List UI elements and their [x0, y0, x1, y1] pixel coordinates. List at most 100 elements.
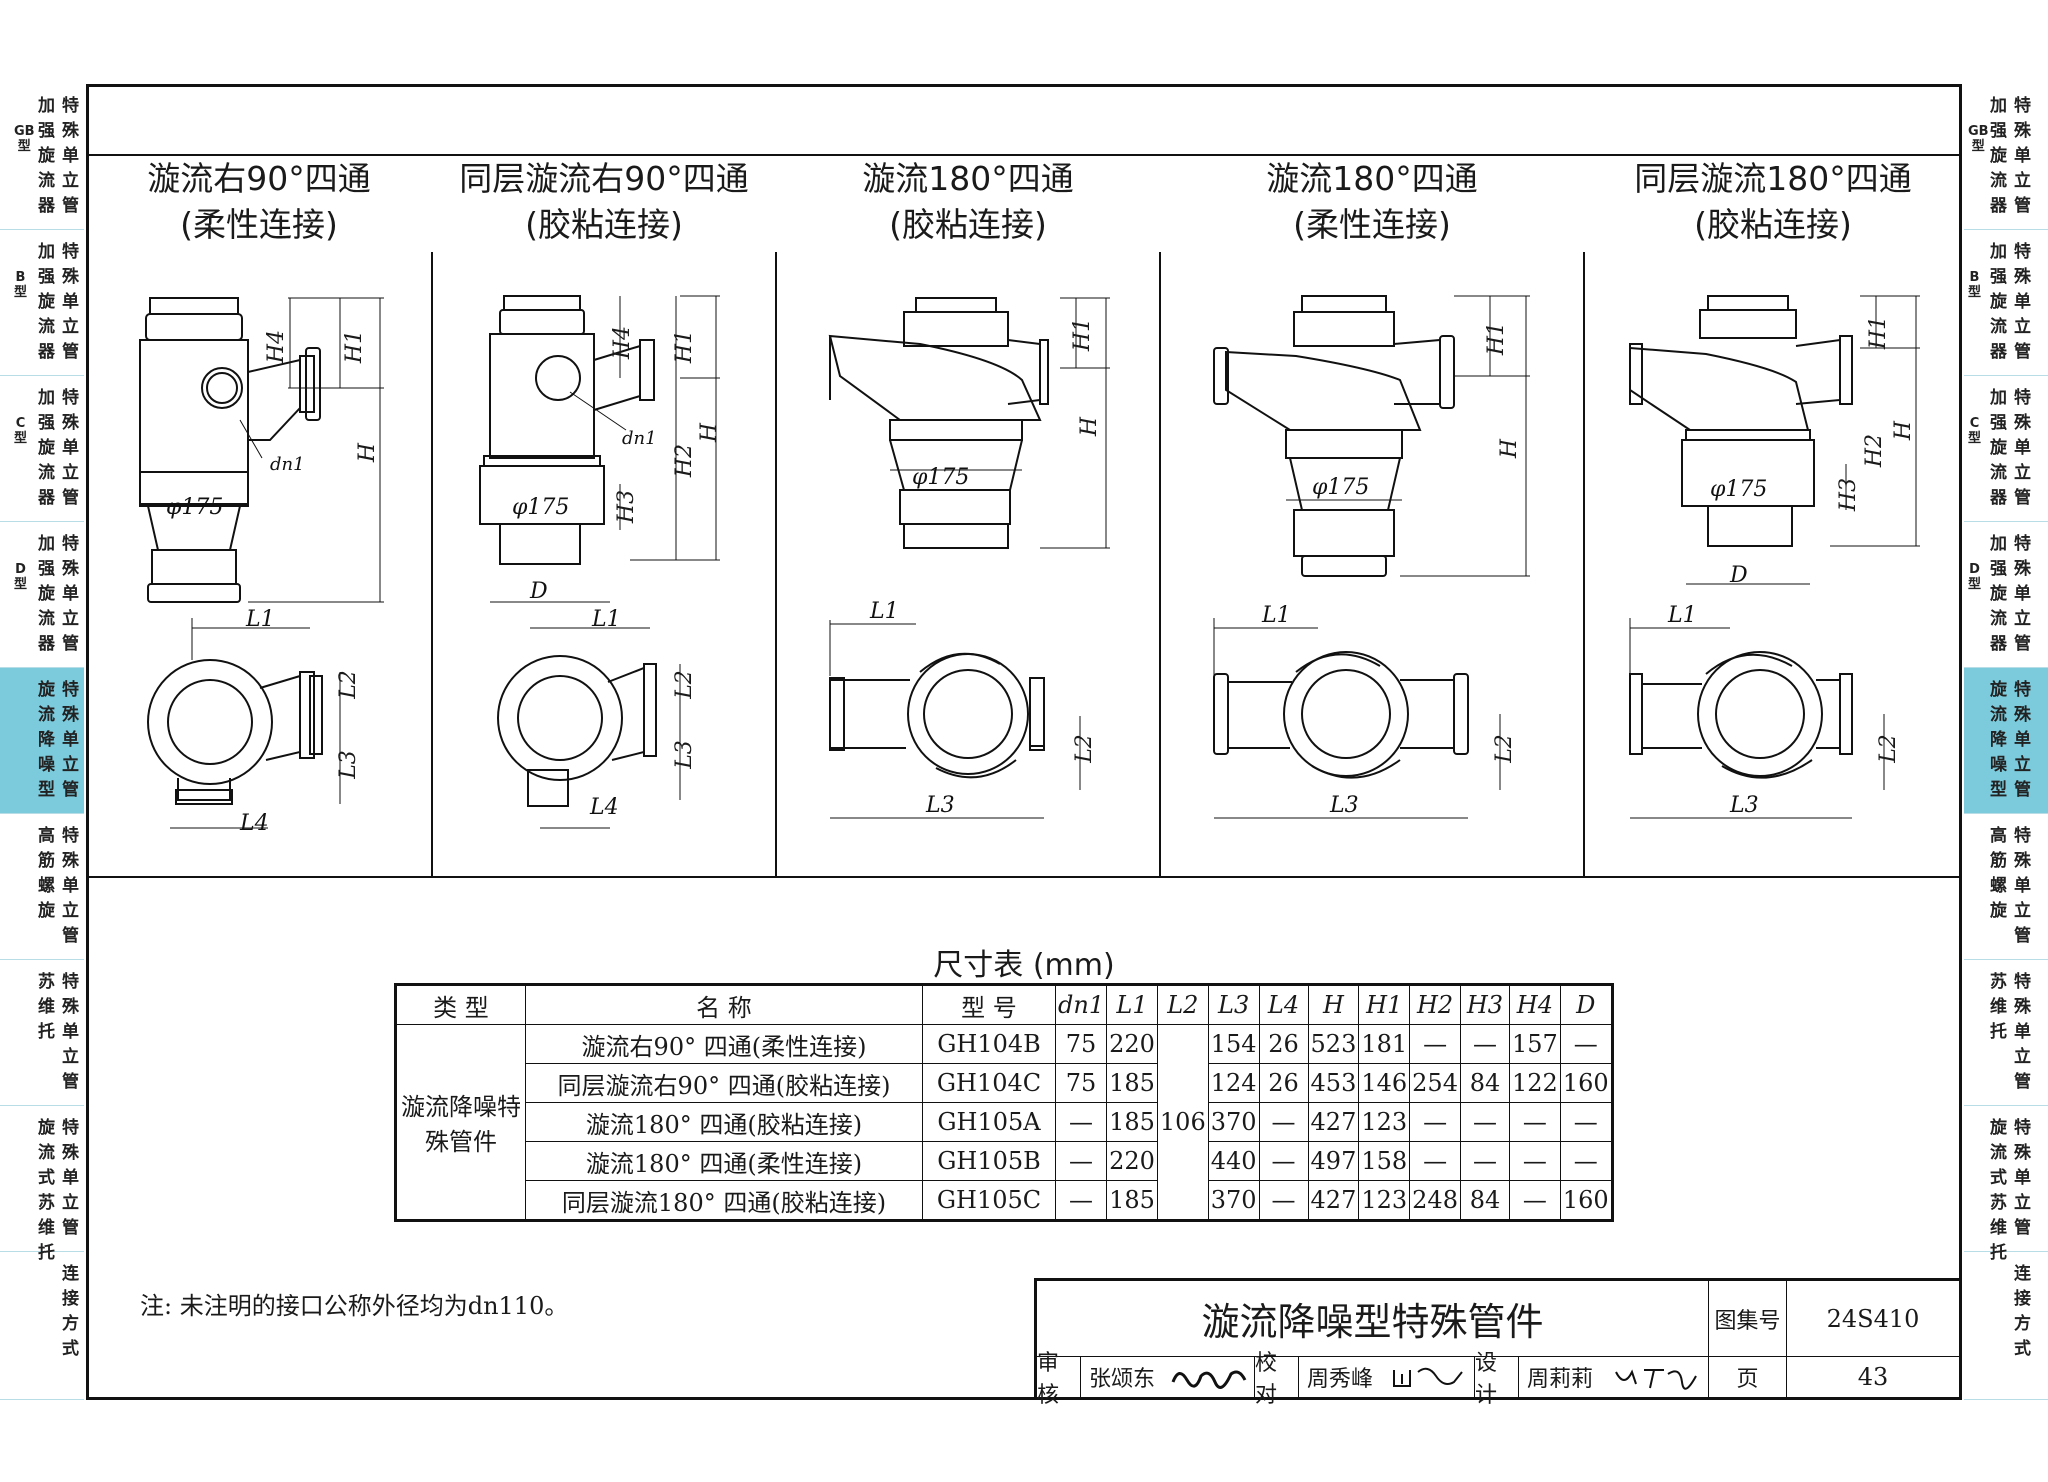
side-tab[interactable]: 旋流降噪型特殊单立管: [0, 668, 84, 814]
L1-label: L1: [869, 599, 899, 624]
side-tab-label: 特殊单立管: [2014, 96, 2031, 216]
side-tab-label: 连接方式: [62, 1264, 79, 1359]
dimension-table: 类 型 名 称 型 号 dn1 L1 L2 L3 L4 H H1 H2 H3 H…: [394, 983, 1614, 1222]
side-tab-label: 加强旋流器: [1990, 242, 2007, 362]
fitting-4-plan: [1213, 618, 1501, 819]
designer-signature: [1601, 1357, 1709, 1397]
L4-label: L4: [239, 811, 269, 836]
value-cell: 160: [1559, 1063, 1613, 1103]
column-title: 漩流180°四通: [1266, 159, 1478, 198]
side-tab[interactable]: 旋流式苏维托特殊单立管: [1964, 1106, 2048, 1263]
value-cell: 160: [1559, 1180, 1613, 1221]
signature-image: [1614, 1369, 1697, 1390]
L2-shared-cell: 106: [1156, 1024, 1209, 1221]
side-tab-label: 特殊单立管: [2014, 242, 2031, 362]
side-tab[interactable]: 连接方式: [1964, 1252, 2048, 1400]
header-L4: L4: [1258, 984, 1309, 1025]
side-tab-label: 特殊单立管: [62, 1118, 79, 1238]
side-tab-label: 特殊单立管: [62, 242, 79, 362]
side-tab-label: 特殊单立管: [2014, 534, 2031, 654]
fitting-3-elevation: [828, 297, 1110, 549]
side-tab[interactable]: 苏维托特殊单立管: [0, 960, 84, 1106]
header-D: D: [1559, 984, 1613, 1025]
fitting-5-plan: [1629, 618, 1885, 819]
atlas-label: 图集号: [1709, 1281, 1787, 1357]
side-tab[interactable]: 高筋螺旋特殊单立管: [0, 814, 84, 960]
header-name: 名 称: [525, 984, 923, 1025]
side-tab-label: 旋流降噪型: [38, 680, 55, 800]
fitting-2-plan: [497, 627, 681, 829]
side-tab-label: 加强旋流器: [1990, 96, 2007, 216]
side-tab-label: 加强旋流器: [1990, 388, 2007, 508]
model-cell: GH105C: [922, 1180, 1056, 1221]
side-tab-label: 加强旋流器: [38, 388, 55, 508]
value-cell: —: [1258, 1102, 1309, 1142]
column-header-5: 同层漩流180°四通 (胶粘连接): [1584, 156, 1962, 252]
value-cell: 122: [1508, 1063, 1561, 1103]
model-cell: GH104C: [922, 1063, 1056, 1103]
value-cell: 26: [1258, 1063, 1309, 1103]
value-cell: 146: [1358, 1063, 1411, 1103]
value-cell: 220: [1106, 1141, 1158, 1181]
column-title: 同层漩流180°四通: [1634, 159, 1912, 198]
value-cell: —: [1559, 1024, 1613, 1064]
side-tab[interactable]: 连接方式: [0, 1252, 84, 1400]
value-cell: —: [1508, 1180, 1561, 1221]
atlas-number: 24S410: [1787, 1281, 1959, 1357]
model-cell: GH104B: [922, 1024, 1056, 1064]
value-cell: —: [1258, 1141, 1309, 1181]
table-title: 尺寸表 (mm): [933, 948, 1115, 983]
header-H2: H2: [1409, 984, 1461, 1025]
fitting-3-plan: [829, 620, 1081, 819]
column-subtitle: (胶粘连接): [1694, 205, 1852, 244]
side-tab[interactable]: 旋流式苏维托特殊单立管: [0, 1106, 84, 1263]
L1-label: L1: [591, 607, 621, 632]
column-header-2: 同层漩流右90°四通 (胶粘连接): [432, 156, 776, 252]
column-subtitle: (胶粘连接): [889, 205, 1047, 244]
value-cell: 124: [1207, 1063, 1260, 1103]
side-tab[interactable]: 旋流降噪型特殊单立管: [1964, 668, 2048, 814]
name-cell: 漩流180° 四通(柔性连接): [525, 1141, 923, 1181]
value-cell: 84: [1459, 1180, 1510, 1221]
side-tab-label: 特殊单立管: [62, 534, 79, 654]
fitting-2-elevation: [479, 295, 720, 603]
value-cell: 220: [1106, 1024, 1158, 1064]
value-cell: 154: [1207, 1024, 1260, 1064]
value-cell: 440: [1207, 1141, 1260, 1181]
header-L3: L3: [1207, 984, 1260, 1025]
column-subtitle: (柔性连接): [1293, 205, 1451, 244]
side-tab-label: 加强旋流器: [1990, 534, 2007, 654]
L1-label: L1: [245, 607, 275, 632]
header-type: 类 型: [395, 984, 526, 1025]
side-tab[interactable]: 高筋螺旋特殊单立管: [1964, 814, 2048, 960]
L1-label: L1: [1667, 603, 1697, 628]
column-header-4: 漩流180°四通 (柔性连接): [1160, 156, 1584, 252]
value-cell: —: [1409, 1024, 1461, 1064]
value-cell: 158: [1358, 1141, 1411, 1181]
fitting-drawings: φ175 dn1 L1 L4 φ175 dn1 D L1 L4 φ175 L1 …: [86, 252, 1962, 878]
side-tab-label: 加强旋流器: [38, 242, 55, 362]
header-L2: L2: [1156, 984, 1209, 1025]
header-dn1: dn1: [1054, 984, 1108, 1025]
side-tab[interactable]: 苏维托特殊单立管: [1964, 960, 2048, 1106]
value-cell: —: [1459, 1102, 1510, 1142]
design-label: 设计: [1475, 1351, 1519, 1408]
diameter-label: φ175: [1312, 475, 1369, 500]
group-cell: 漩流降噪特殊管件: [395, 1024, 526, 1221]
dn1-label: dn1: [270, 454, 305, 475]
